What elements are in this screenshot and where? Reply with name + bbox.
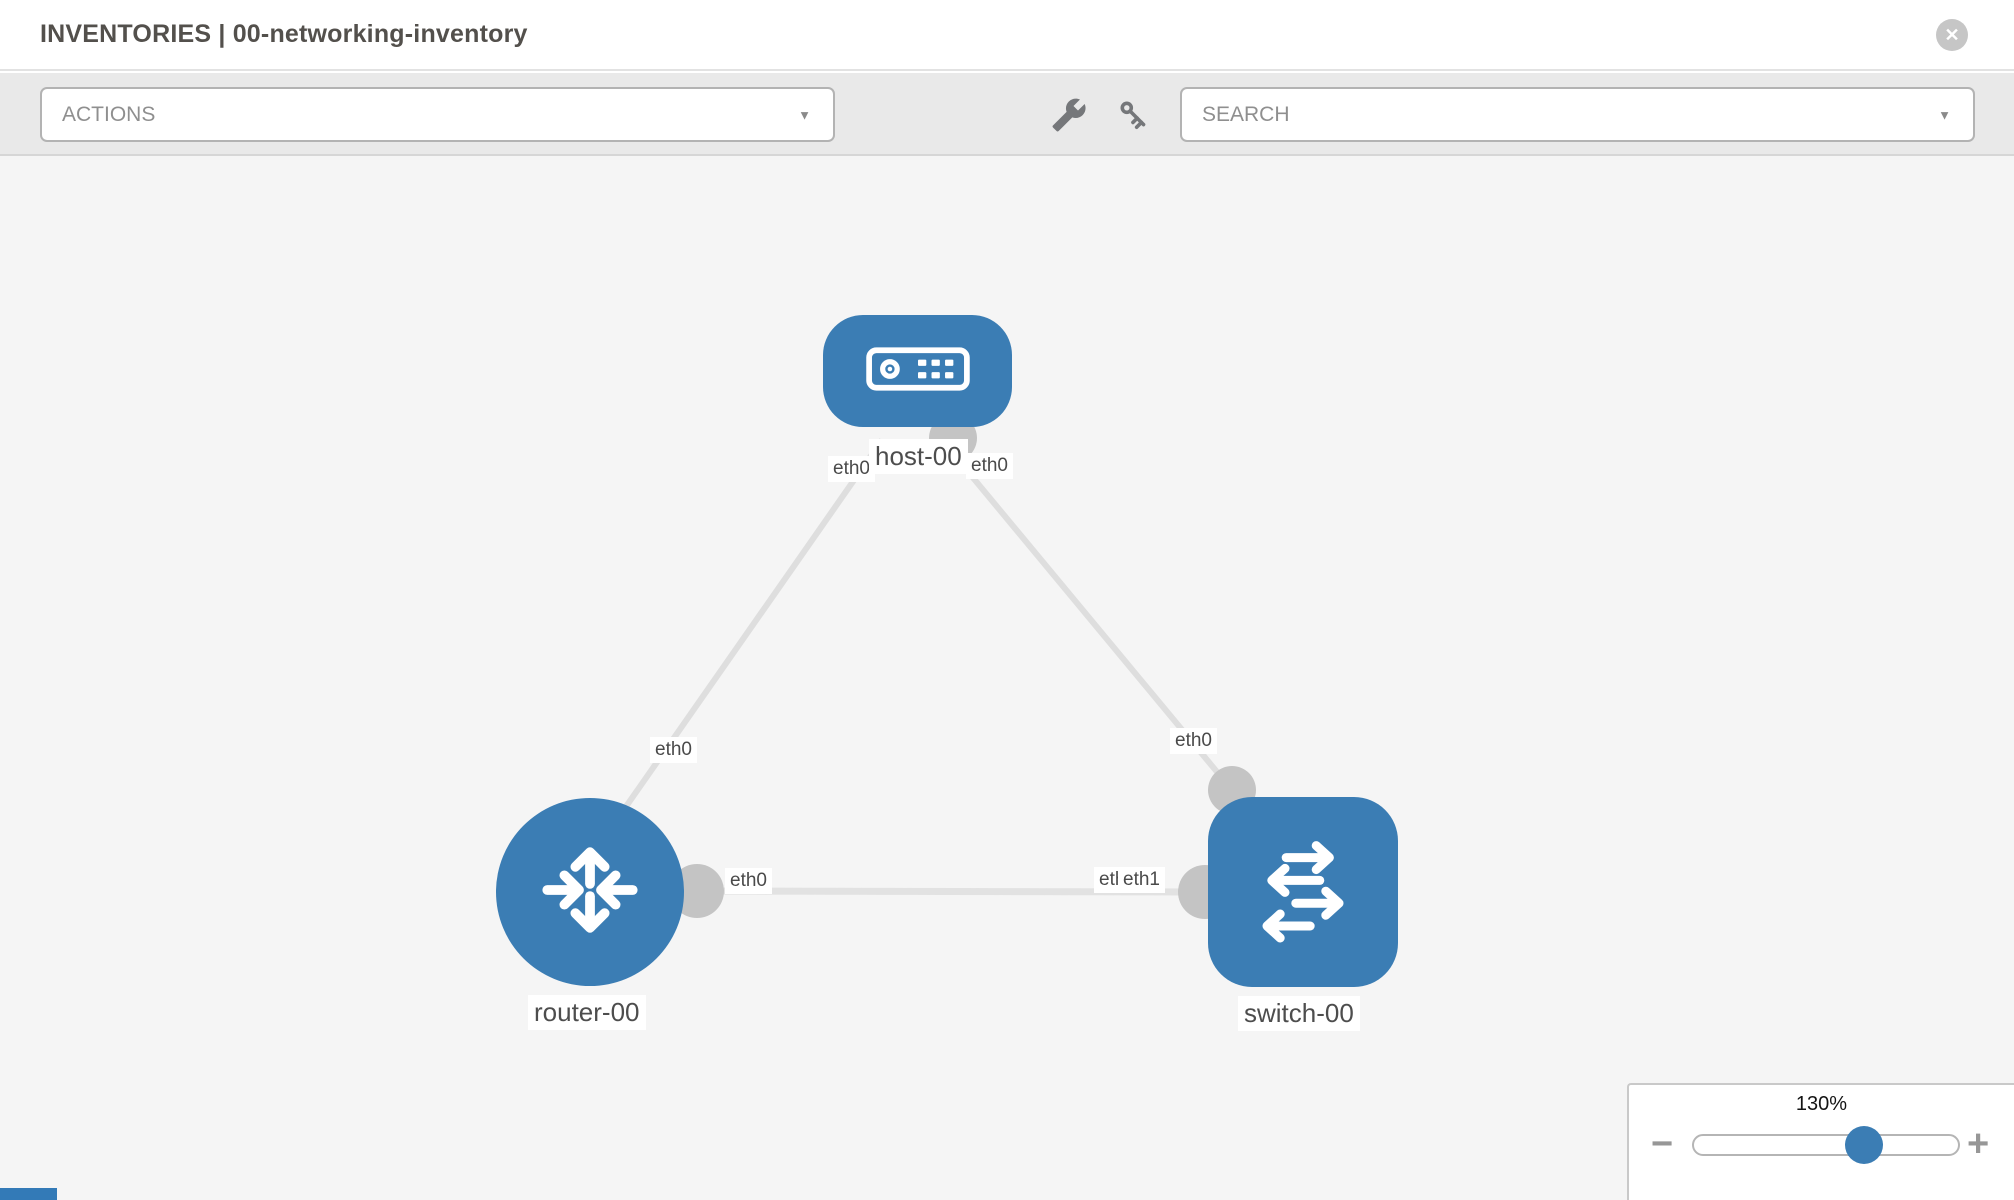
node-switch[interactable]	[1208, 797, 1398, 987]
switch-icon	[1243, 830, 1363, 955]
zoom-slider-thumb[interactable]	[1845, 1126, 1883, 1164]
chevron-down-icon: ▼	[1938, 107, 1951, 122]
minus-icon: −	[1651, 1123, 1674, 1165]
close-button[interactable]: ✕	[1936, 19, 1968, 51]
toolbar: ACTIONS ▼ SEARCH ▼	[0, 73, 2014, 156]
chevron-down-icon: ▼	[798, 107, 811, 122]
actions-dropdown-value: ACTIONS	[62, 102, 156, 126]
node-host[interactable]	[823, 315, 1012, 427]
zoom-slider-track[interactable]	[1692, 1134, 1960, 1156]
zoom-panel: 130% − +	[1627, 1083, 2014, 1200]
zoom-in-button[interactable]: +	[1967, 1125, 1989, 1163]
plus-icon: +	[1967, 1123, 1990, 1165]
wrench-icon	[1051, 98, 1087, 137]
search-dropdown[interactable]: SEARCH ▼	[1180, 87, 1975, 142]
topology-canvas[interactable]: eth0 eth0 eth0 eth0 eth0 eth1 eth1 host-…	[0, 156, 2014, 1200]
host-icon	[865, 346, 970, 396]
zoom-out-button[interactable]: −	[1651, 1125, 1673, 1163]
interface-label: eth0	[966, 453, 1013, 479]
credentials-button[interactable]	[1116, 97, 1152, 133]
node-router[interactable]	[496, 798, 684, 986]
topology-links	[622, 438, 1235, 896]
configure-button[interactable]	[1051, 97, 1087, 133]
actions-dropdown[interactable]: ACTIONS ▼	[40, 87, 835, 142]
footer-strip	[0, 1188, 57, 1200]
modal-header: INVENTORIES | 00-networking-inventory ✕	[0, 0, 2014, 71]
interface-label: eth0	[1170, 728, 1217, 754]
key-icon	[1116, 101, 1152, 137]
router-icon	[529, 829, 651, 956]
node-label-router: router-00	[528, 995, 646, 1030]
interface-label: eth1	[1118, 867, 1165, 893]
node-label-host: host-00	[869, 439, 968, 474]
close-icon: ✕	[1944, 24, 1960, 45]
page-title: INVENTORIES | 00-networking-inventory	[40, 20, 528, 48]
zoom-level: 130%	[1795, 1093, 1848, 1115]
interface-label: eth0	[828, 456, 875, 482]
node-label-switch: switch-00	[1238, 996, 1360, 1031]
interface-label: eth0	[650, 737, 697, 763]
search-placeholder: SEARCH	[1202, 102, 1290, 126]
interface-label: eth0	[725, 868, 772, 894]
